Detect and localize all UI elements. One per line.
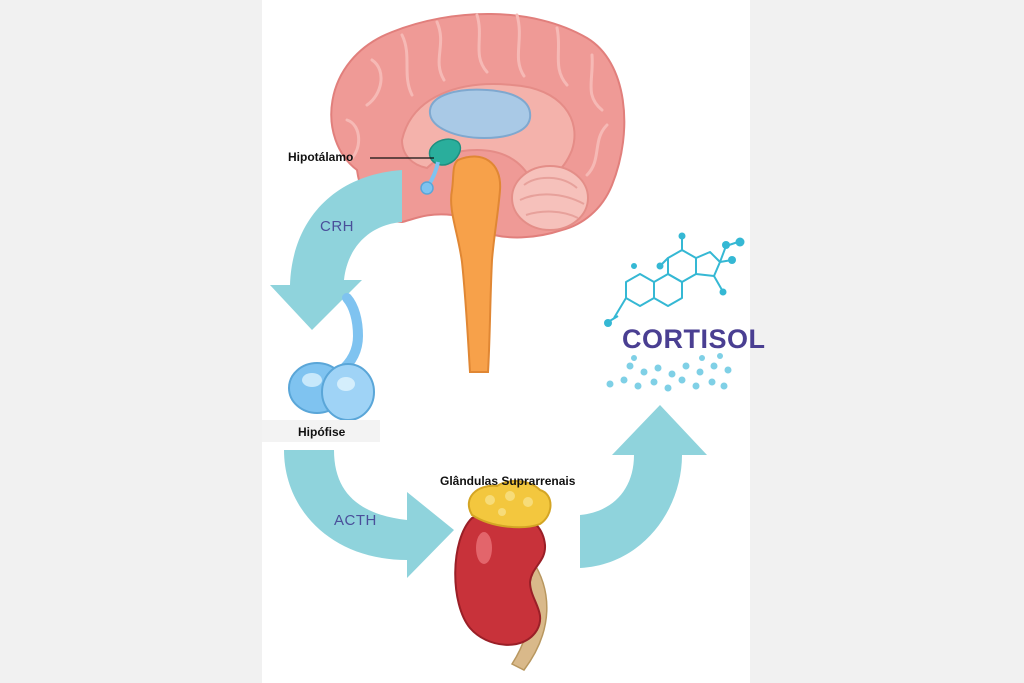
crh-arrow	[270, 170, 402, 330]
acth-arrow	[284, 450, 454, 578]
kidney-illustration	[454, 480, 552, 671]
crh-label: CRH	[320, 218, 354, 235]
pituitary-in-brain	[420, 181, 434, 195]
cortisol-particles	[606, 353, 732, 392]
cortisol-arrow	[580, 405, 707, 568]
brainstem	[450, 155, 502, 373]
brain-ventricle	[428, 88, 532, 140]
brain-gyri	[345, 13, 609, 177]
adrenal-texture	[485, 491, 533, 516]
hypothalamus-region	[428, 138, 462, 166]
adrenal-gland	[467, 480, 552, 529]
hypothalamus-label: Hipotálamo	[288, 150, 354, 164]
diagram-canvas: Hipotálamo CRH Hipófise Glândulas Suprar…	[262, 0, 765, 683]
molecule-atoms	[604, 232, 745, 327]
pituitary-label-bg	[262, 420, 380, 442]
diagram-artwork	[262, 12, 745, 671]
pituitary-label: Hipófise	[298, 425, 346, 439]
cortisol-title: CORTISOL	[622, 324, 766, 354]
pituitary-illustration	[288, 293, 375, 421]
kidney	[454, 510, 547, 646]
adrenal-label: Glândulas Suprarrenais	[440, 474, 576, 488]
cerebellum-folds	[519, 176, 585, 219]
brain-illustration	[330, 12, 626, 373]
cortisol-molecule	[607, 238, 739, 323]
acth-label: ACTH	[334, 512, 377, 529]
